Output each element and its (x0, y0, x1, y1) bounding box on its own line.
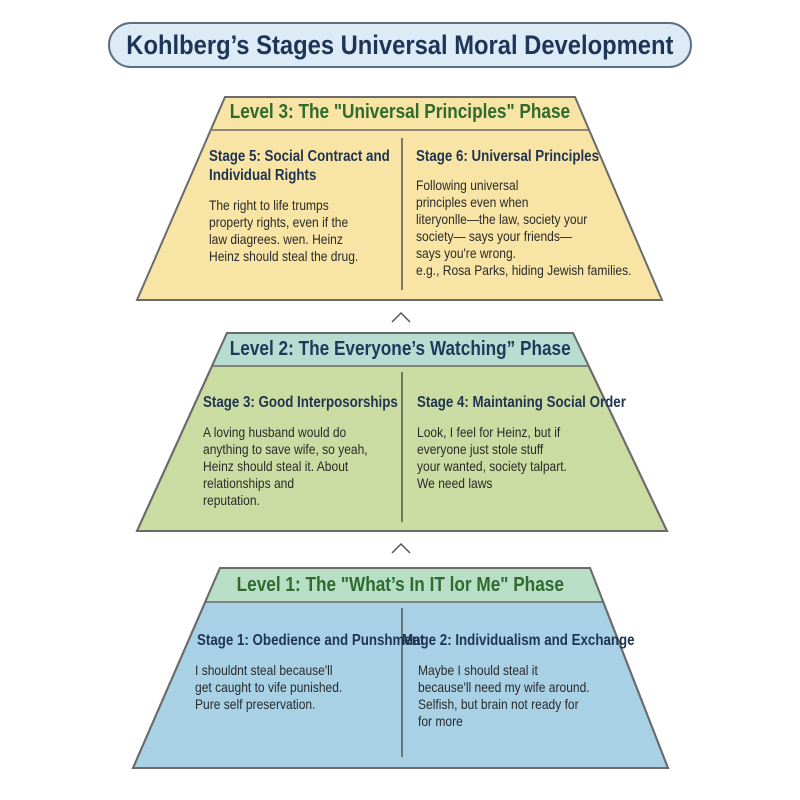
level-2-heading: Level 2: The Everyone’s Watching” Phase (0, 338, 800, 361)
level-1-heading: Level 1: The "What’s In IT lor Me" Phase (0, 574, 800, 597)
stage-6-title: Stage 6: Universal Principles (416, 148, 600, 165)
level-1-header (206, 568, 604, 602)
stage-1-text: I shouldnt steal because'll get caught t… (195, 662, 343, 712)
stage-4-title: Stage 4: Maintaning Social Order (417, 394, 626, 411)
level-2-outline (135, 332, 669, 532)
stage-5-text: The right to life trumps property rights… (209, 197, 359, 264)
level-3-panel (135, 96, 664, 301)
stage-2-text: Maybe I should steal it because'll need … (418, 662, 590, 729)
level-2-header (212, 333, 589, 366)
title-text: Kohlberg’s Stages Universal Moral Develo… (126, 29, 674, 60)
level-3-heading: Level 3: The "Universal Principles" Phas… (0, 101, 800, 124)
page-title: Kohlberg’s Stages Universal Moral Develo… (108, 22, 692, 68)
level-2-heading-text: Level 2: The Everyone’s Watching” Phase (229, 338, 571, 360)
stage-6-text: Following universal principles even when… (416, 177, 632, 278)
stage-1-title: Stage 1: Obedience and Punshment (197, 632, 425, 649)
chevron-up-icon (391, 542, 411, 554)
level-1-heading-text: Level 1: The "What’s In IT lor Me" Phase (236, 574, 564, 596)
chevron-up-icon (391, 311, 411, 323)
stage-3-title: Stage 3: Good Interposorships (203, 394, 398, 411)
stage-3-text: A loving husband would do anything to sa… (203, 424, 368, 508)
stage-4-text: Look, I feel for Heinz, but if everyone … (417, 424, 567, 491)
stage-2-title: Mage 2: Individualism and Exchange (402, 632, 635, 649)
level-1-outline (131, 567, 670, 769)
stage-5-title: Stage 5: Social Contract and Individual … (209, 148, 390, 184)
level-3-heading-text: Level 3: The "Universal Principles" Phas… (229, 101, 571, 123)
